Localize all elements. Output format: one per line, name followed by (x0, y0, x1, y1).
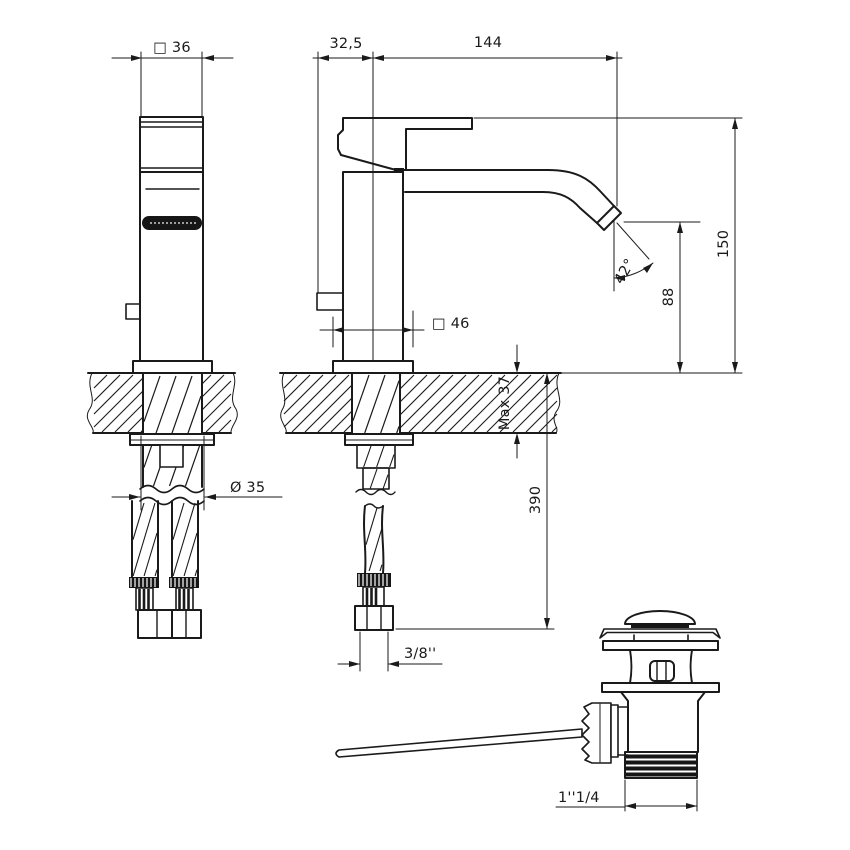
waste-lip (599, 628, 721, 639)
spout-angle-annotation (613, 219, 654, 292)
front-view-faucet (316, 117, 622, 374)
dim-waste-thread: 1''1/4 (558, 790, 600, 806)
dim-body-width: □ 36 (153, 40, 191, 56)
spout-top (402, 169, 615, 207)
side-view-faucet (125, 116, 213, 374)
pop-up-rod (335, 728, 583, 758)
dim-spout-angle: 42° (612, 256, 639, 287)
dim-spout-height: 88 (661, 288, 677, 307)
popup-knob-front (316, 292, 344, 311)
spout-bottom (404, 191, 598, 224)
base-plate-front (332, 360, 414, 374)
dim-handle-offset: 32,5 (329, 36, 362, 52)
supply-hoses-left (129, 500, 202, 639)
dim-base-width: □ 46 (432, 316, 470, 332)
dim-deck-max: Max 37 (497, 376, 513, 430)
supply-hose-front (354, 503, 394, 631)
dimension-annotations: □ 36 32,5 144 150 88 42° □ 46 Max 37 390… (111, 35, 743, 812)
base-plate-left (132, 360, 213, 374)
waste-cap (624, 610, 696, 625)
dim-hose-thread: 3/8'' (404, 646, 436, 662)
handle-lever (337, 117, 473, 171)
aerator-band (142, 216, 202, 230)
dim-hose-length: 390 (528, 486, 544, 514)
supply-shank-front (344, 372, 414, 496)
dim-spout-reach: 144 (474, 35, 502, 51)
rod-window (649, 660, 675, 682)
dim-hole-diameter: Ø 35 (230, 480, 265, 496)
countertop-section-front (279, 372, 562, 434)
supply-shank-left (129, 372, 215, 506)
knurled-nut (581, 702, 612, 764)
drain-assembly (335, 610, 721, 779)
dim-line-114 (555, 805, 698, 808)
spout-tip (596, 205, 622, 231)
dim-total-height: 150 (716, 230, 732, 258)
